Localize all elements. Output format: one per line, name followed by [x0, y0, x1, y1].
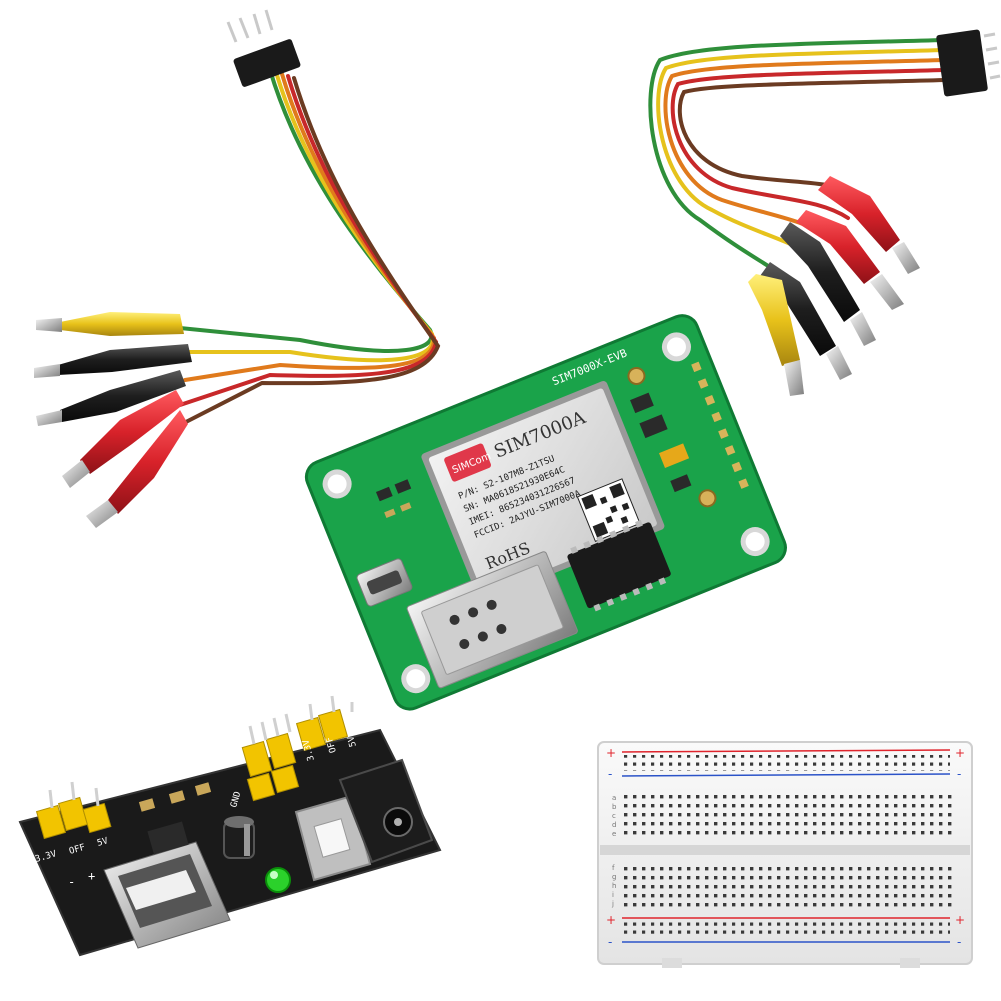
power-switch	[294, 794, 372, 882]
label-plus: +	[88, 869, 95, 883]
alligator-clip-red-left-2	[86, 410, 188, 528]
center-channel	[600, 845, 970, 855]
row-letter-a: a	[612, 794, 616, 802]
terminal-strip-top: a b c d e	[612, 792, 952, 838]
smd-components	[138, 782, 212, 855]
sim-module: SIMCom SIM7000A P/N: S2-107M8-Z1TSU SN: …	[421, 381, 665, 602]
mounting-hole	[740, 527, 770, 557]
row-letter-g: g	[612, 873, 616, 881]
terminal-strip-bottom: f g h i j	[611, 862, 952, 908]
jumper-left	[35, 781, 112, 840]
alligator-cable-left	[34, 9, 441, 528]
mounting-hole	[661, 332, 691, 362]
electrolytic-capacitor	[223, 816, 255, 859]
alligator-clip-red-right-2	[796, 210, 904, 310]
label-5v-right: 5V	[346, 734, 359, 748]
antenna-connector	[698, 489, 717, 508]
tantalum-cap	[659, 443, 690, 468]
label-off-left: OFF	[68, 843, 86, 857]
rail-plus-bottom-right: +	[955, 913, 965, 927]
label-off-right: OFF	[325, 736, 339, 754]
led-green	[265, 867, 291, 893]
sim-card-slot	[406, 551, 578, 689]
simcom-logo-patch	[444, 443, 492, 482]
mounting-hole	[401, 664, 431, 694]
smd-components	[375, 366, 717, 518]
alligator-clip-yellow-left	[36, 312, 184, 336]
alligator-cable-right	[648, 29, 1001, 396]
label-minus: -	[68, 875, 75, 889]
row-letter-f: f	[612, 864, 615, 872]
qr-code	[576, 478, 641, 543]
alligator-clip-yellow-right	[748, 274, 804, 396]
mounting-hole	[322, 469, 352, 499]
alligator-clip-red-left-1	[62, 390, 184, 488]
power-supply-module: 3.3V OFF 5V - +	[18, 695, 442, 957]
alligator-clip-red-right-1	[818, 176, 920, 274]
power-rail-top: + - + -	[606, 746, 965, 781]
usb-a-port	[103, 841, 231, 949]
row-letter-h: h	[612, 882, 616, 890]
rail-plus-top: +	[606, 746, 616, 760]
row-letter-e: e	[612, 830, 616, 838]
row-letter-d: d	[612, 821, 616, 829]
rail-plus-top-right: +	[955, 746, 965, 760]
alligator-clip-black-left-2	[36, 370, 186, 426]
jumper-center	[241, 713, 300, 802]
breadboard: + - + - a b c d e f g h i j	[597, 741, 973, 968]
row-letter-j: j	[611, 900, 614, 908]
alligator-clip-black-right-1	[780, 222, 876, 346]
power-rail-bottom: + - + -	[606, 913, 965, 949]
jumper-right	[295, 695, 354, 752]
rail-minus-bottom-right: -	[957, 935, 961, 949]
row-letter-i: i	[612, 891, 614, 899]
label-gnd: GND	[229, 790, 243, 808]
alligator-clip-black-left-1	[34, 344, 192, 378]
label-5v-left: 5V	[96, 836, 110, 849]
rail-plus-bottom: +	[606, 913, 616, 927]
rail-minus-bottom: -	[608, 935, 612, 949]
rail-minus-top-right: -	[957, 767, 961, 781]
dc-barrel-jack	[338, 758, 434, 864]
antenna-connector	[627, 366, 646, 385]
row-letter-c: c	[612, 812, 616, 820]
rail-minus-top: -	[608, 767, 612, 781]
row-letter-b: b	[612, 803, 617, 811]
gsm-board: SIM7000X-EVB SIMCom SIM7000A P/N: S2-107…	[304, 314, 787, 711]
micro-usb-port	[356, 558, 413, 607]
ic-chip	[567, 519, 671, 612]
